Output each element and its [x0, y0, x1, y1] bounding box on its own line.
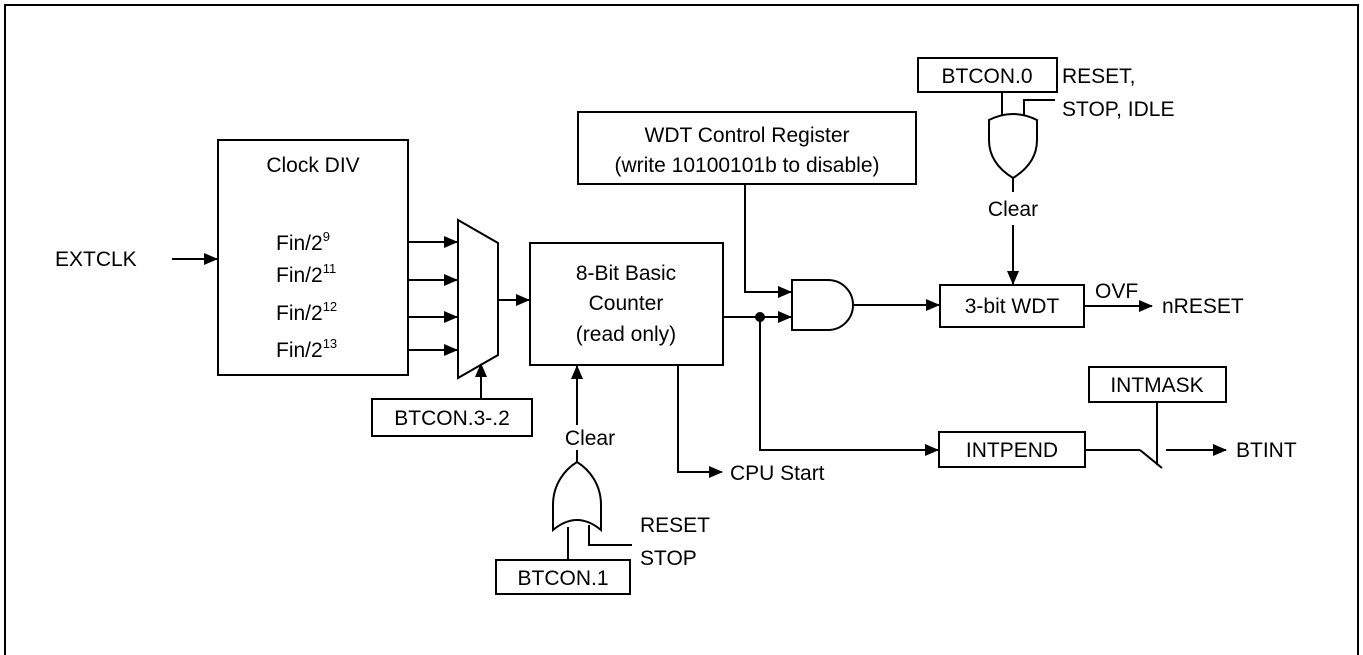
wdt-enable-and-gate	[791, 279, 854, 331]
btcon-0-box	[917, 57, 1058, 93]
wdt-clear-label: Clear	[988, 198, 1038, 221]
extclk-label: EXTCLK	[55, 248, 137, 271]
reset-stop-idle-line-2: STOP, IDLE	[1062, 98, 1174, 121]
wdt-3bit-box	[939, 284, 1085, 328]
btint-label: BTINT	[1236, 439, 1297, 462]
intpend-label: INTPEND	[966, 439, 1058, 462]
btcon-3-2-box	[371, 398, 533, 437]
diagram-frame	[4, 4, 1359, 655]
btcon-0-label: BTCON.0	[941, 65, 1032, 88]
reset-stop-line-2: STOP	[640, 547, 697, 570]
reset-stop-to-or	[588, 525, 632, 546]
wdt-3bit-label: 3-bit WDT	[965, 295, 1060, 318]
intmask-label: INTMASK	[1110, 374, 1203, 397]
counter-line-2: Counter	[589, 292, 664, 315]
btcon-1-box	[495, 559, 631, 595]
intmask-box	[1088, 366, 1227, 403]
clock-select-mux	[457, 218, 499, 380]
counter-line-3: (read only)	[576, 323, 676, 346]
wdt-control-line-2: (write 10100101b to disable)	[614, 154, 879, 177]
wdt-control-line-1: WDT Control Register	[645, 124, 850, 147]
cpu-start-label: CPU Start	[730, 462, 825, 485]
clock-div-tap-9: Fin/29	[276, 229, 330, 255]
counter-to-intpend-wire	[759, 317, 939, 456]
counter-line-1: 8-Bit Basic	[576, 262, 676, 285]
nreset-label: nRESET	[1162, 295, 1244, 318]
cpu-start-arrow	[677, 365, 723, 478]
clock-div-tap-12: Fin/212	[276, 299, 337, 325]
basic-counter-block: 8-Bit Basic Counter (read only)	[529, 242, 724, 366]
reset-stop-line-1: RESET	[640, 514, 710, 537]
counter-clear-or-gate	[552, 460, 602, 533]
clock-div-tap-11: Fin/211	[276, 261, 336, 287]
intmask-switch-blade	[1139, 449, 1163, 469]
clock-div-tap-13: Fin/213	[276, 336, 337, 362]
btcon-1-label: BTCON.1	[517, 567, 608, 590]
clock-div-block: Clock DIV Fin/29 Fin/211 Fin/212 Fin/213	[217, 139, 409, 376]
wdt-control-register-box	[577, 111, 917, 185]
intpend-box	[938, 431, 1086, 468]
btcon-3-2-label: BTCON.3-.2	[394, 407, 510, 430]
clock-div-title: Clock DIV	[266, 154, 359, 177]
wdt-control-to-and-wire	[744, 184, 792, 298]
counter-clear-label: Clear	[565, 427, 615, 450]
ovf-label: OVF	[1095, 280, 1138, 303]
reset-stop-idle-line-1: RESET,	[1062, 65, 1136, 88]
wdt-clear-or-gate	[988, 113, 1038, 180]
